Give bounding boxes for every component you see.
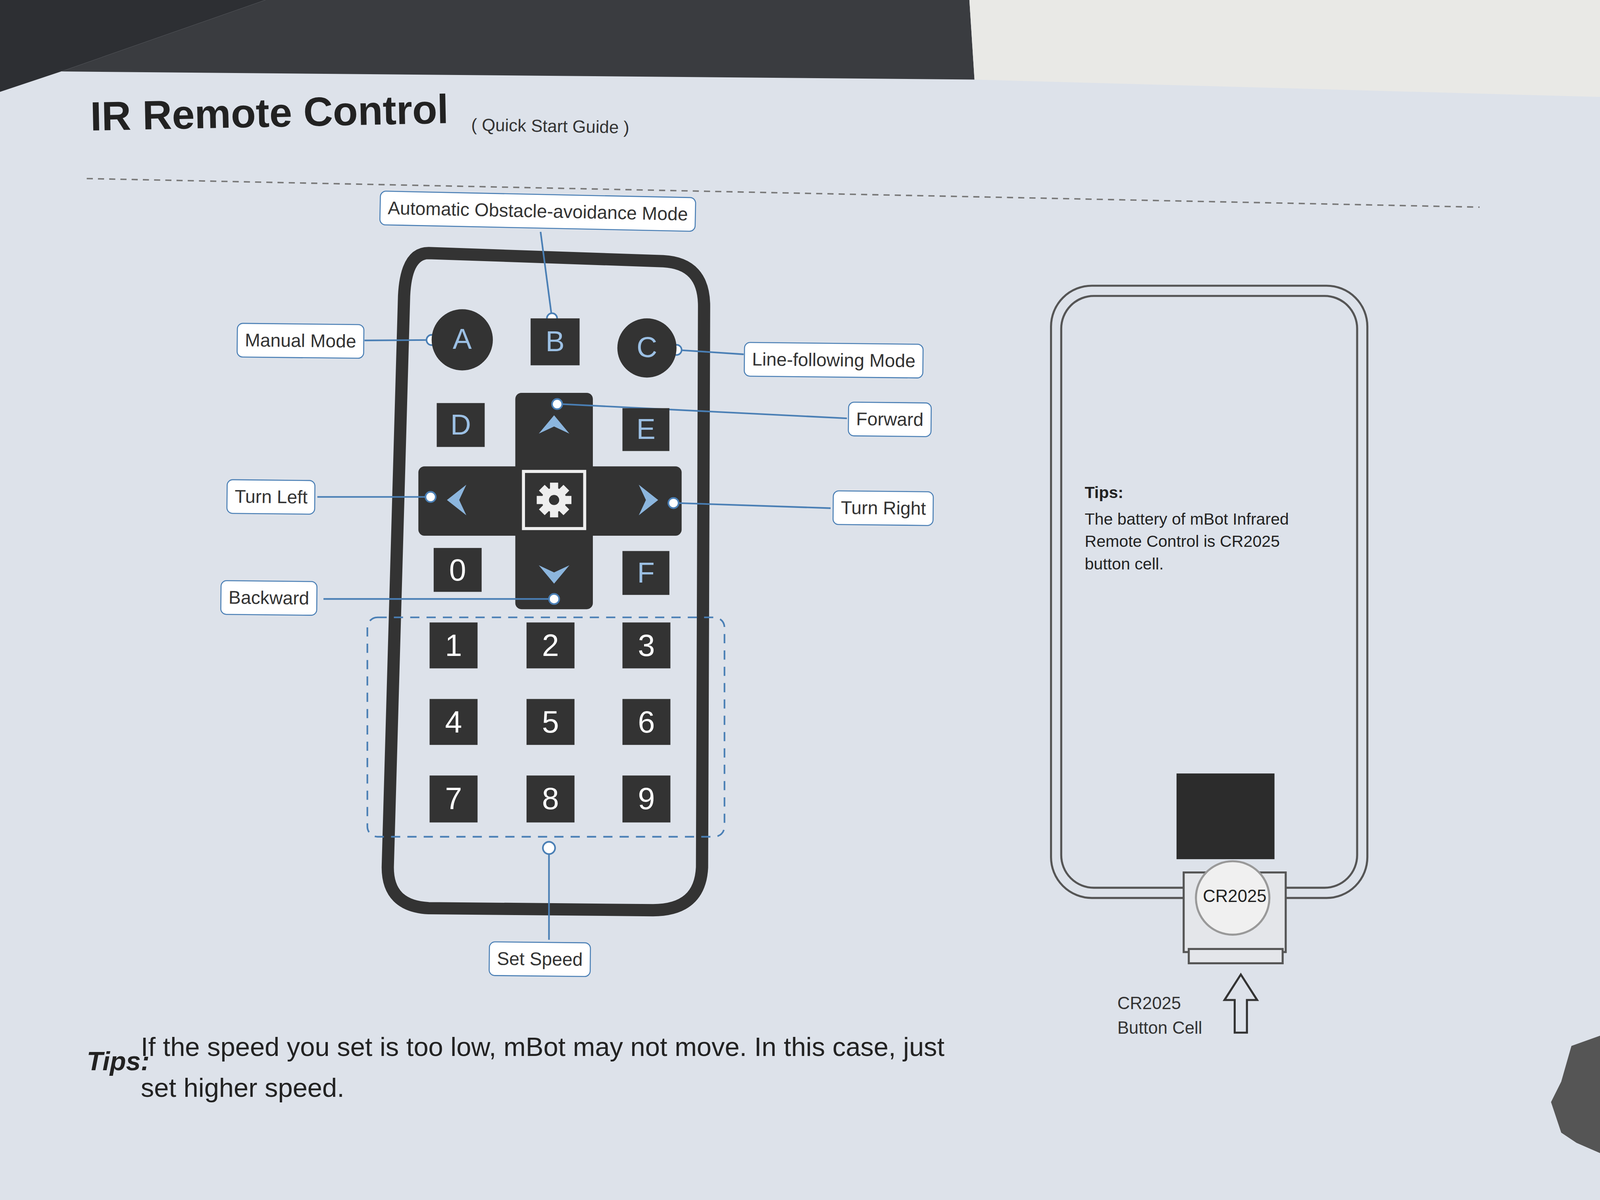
node-text: A — [452, 323, 472, 356]
remote-button: B — [530, 318, 580, 366]
note-label: Tips: — [86, 1046, 150, 1078]
node-text: Line-following Mode — [751, 348, 916, 373]
remote-button: A — [431, 309, 493, 371]
node-text: D — [450, 408, 472, 442]
node-text: Turn Left — [234, 485, 308, 509]
note-label: If the speed you set is too low, mBot ma… — [140, 1026, 947, 1109]
callout-box: Automatic Obstacle-avoidance Mode — [379, 190, 697, 232]
node-text: Turn Right — [840, 496, 927, 520]
callout-box: Line-following Mode — [743, 342, 924, 379]
remote-button: 1 — [429, 622, 478, 669]
callout-box: Turn Left — [226, 478, 316, 515]
node-text: 2 — [542, 628, 560, 663]
remote-button: 6 — [622, 698, 671, 745]
node-text: E — [636, 413, 656, 446]
remote-button: 5 — [526, 698, 575, 745]
remote-button: 3 — [622, 622, 671, 669]
note-label: CR2025 Button Cell — [1117, 991, 1220, 1041]
leader-line — [671, 344, 744, 356]
node-text: 5 — [542, 704, 560, 740]
node-text: 1 — [445, 628, 463, 663]
remote-button: E — [622, 408, 670, 452]
node-text: C — [636, 331, 658, 365]
remote-button: 4 — [429, 698, 478, 745]
note-label: ( Quick Start Guide ) — [471, 115, 630, 139]
callout-box: Turn Right — [832, 490, 935, 527]
callout-box: Backward — [220, 580, 318, 616]
node-text: 9 — [638, 781, 656, 817]
node-text: Manual Mode — [244, 328, 357, 353]
remote-button: D — [436, 403, 485, 448]
node-text: B — [545, 325, 565, 358]
remote-button: C — [617, 318, 677, 378]
node-text: 0 — [449, 552, 467, 587]
node-text: 6 — [638, 704, 656, 740]
node-text: Set Speed — [496, 947, 583, 972]
node-text: Backward — [228, 586, 310, 610]
node-text: 7 — [445, 781, 463, 817]
node-text: 4 — [445, 704, 463, 740]
leader-line — [364, 334, 437, 346]
node-text: The battery of mBot Infrared Remote Cont… — [1084, 508, 1320, 576]
remote-button: 0 — [433, 548, 482, 593]
callout-box: Manual Mode — [236, 322, 365, 359]
node-text: Tips: — [1084, 481, 1320, 505]
remote-button: 7 — [429, 775, 478, 823]
node-text: CR2025 — [1183, 886, 1286, 908]
remote-button: 9 — [622, 775, 671, 823]
remote-button: 8 — [526, 775, 575, 823]
battery-holder: CR2025 — [1183, 872, 1286, 953]
node-text: Forward — [855, 407, 924, 431]
callout-box: Set Speed — [488, 941, 591, 977]
title: IR Remote Control — [89, 86, 449, 141]
leader-line — [540, 231, 558, 324]
remote-button: F — [622, 551, 670, 596]
node-text: F — [637, 556, 655, 590]
remote-button: 2 — [526, 622, 575, 669]
node-text: Automatic Obstacle-avoidance Mode — [387, 196, 689, 226]
callout-box: Forward — [847, 401, 932, 438]
battery-outline: Tips: The battery of mBot Infrared Remote… — [1051, 285, 1368, 899]
node-text: 8 — [542, 781, 560, 817]
node-text: 3 — [638, 628, 656, 663]
